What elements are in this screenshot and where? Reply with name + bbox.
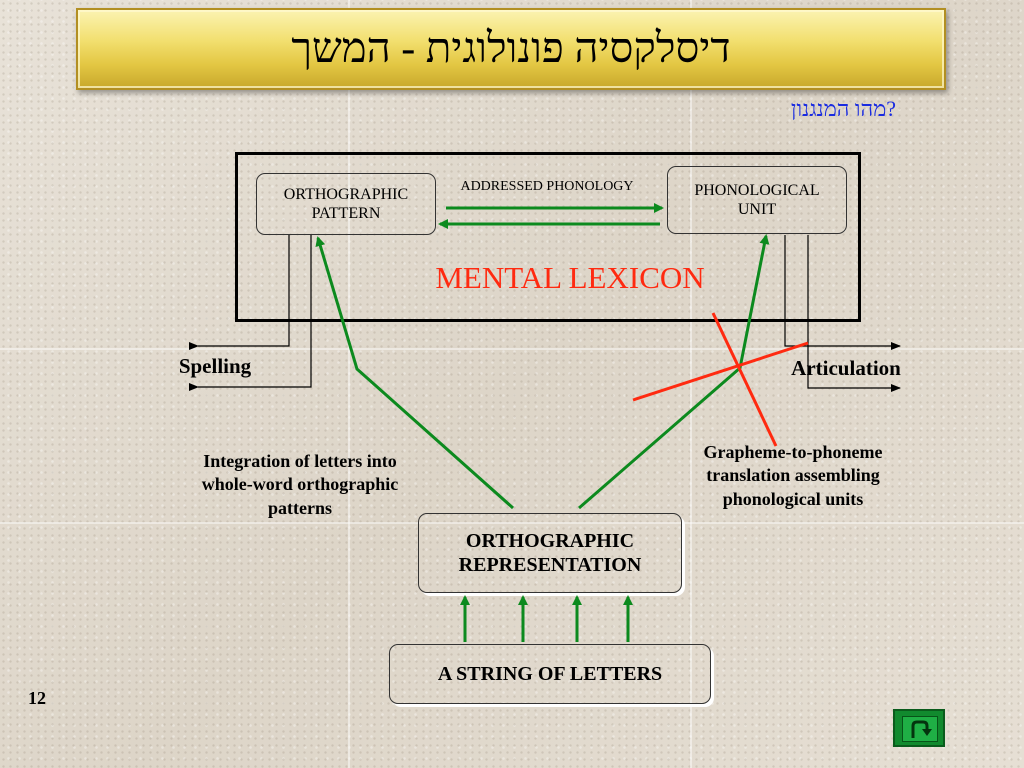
sublexical-route-arrow — [578, 234, 770, 510]
articulation-connector-lower — [807, 235, 901, 392]
return-arrow-icon — [911, 720, 932, 738]
spelling-connector-lower — [189, 235, 312, 391]
gpc-label: Grapheme-to-phoneme translation assembli… — [664, 441, 922, 511]
gpc-line3: phonological units — [722, 488, 864, 509]
articulation-connector-upper — [784, 235, 901, 350]
mental-lexicon-label: MENTAL LEXICON — [435, 260, 705, 295]
spelling-connector-upper — [189, 235, 290, 350]
orthographic-pattern-line1: ORTHOGRAPHIC — [283, 185, 409, 203]
impairment-cross-line-1 — [632, 341, 809, 402]
title-banner: דיסלקסיה פונולוגית - המשך — [76, 8, 946, 90]
background-seam — [0, 522, 1024, 524]
lexical-route-arrow — [315, 236, 514, 510]
return-button-face — [902, 716, 938, 742]
spelling-label: Spelling — [178, 354, 252, 378]
slide-title: דיסלקסיה פונולוגית - המשך — [291, 26, 731, 72]
orthographic-representation-line2: REPRESENTATION — [458, 554, 642, 576]
return-button[interactable] — [893, 709, 945, 747]
integration-label: Integration of letters into whole-word o… — [162, 450, 438, 520]
slide-subtitle: ?מהו המנגנון — [790, 96, 896, 121]
orthographic-representation-line1: ORTHOGRAPHIC — [465, 530, 635, 552]
orthographic-pattern-node: ORTHOGRAPHIC PATTERN — [256, 173, 436, 235]
string-of-letters-label: A STRING OF LETTERS — [437, 663, 663, 685]
orthographic-representation-node: ORTHOGRAPHIC REPRESENTATION — [418, 513, 682, 593]
integration-line2: whole-word orthographic — [201, 474, 399, 495]
integration-line1: Integration of letters into — [203, 451, 397, 471]
phonological-unit-line1: PHONOLOGICAL — [694, 181, 820, 199]
gpc-line2: translation assembling — [706, 465, 880, 486]
string-of-letters-node: A STRING OF LETTERS — [389, 644, 711, 704]
addressed-phonology-label: ADDRESSED PHONOLOGY — [460, 179, 634, 194]
articulation-label: Articulation — [791, 356, 901, 380]
integration-line3: patterns — [268, 497, 332, 518]
background-seam — [690, 0, 692, 768]
gpc-line1: Grapheme-to-phoneme — [703, 442, 883, 462]
slide-number: 12 — [28, 688, 46, 708]
impairment-cross-line-2 — [711, 312, 778, 447]
orthographic-pattern-line2: PATTERN — [311, 205, 381, 222]
phonological-unit-line2: UNIT — [737, 201, 777, 218]
background-seam — [348, 0, 350, 768]
mental-lexicon-box — [235, 152, 861, 322]
phonological-unit-node: PHONOLOGICAL UNIT — [667, 166, 847, 234]
background-seam — [0, 348, 1024, 350]
